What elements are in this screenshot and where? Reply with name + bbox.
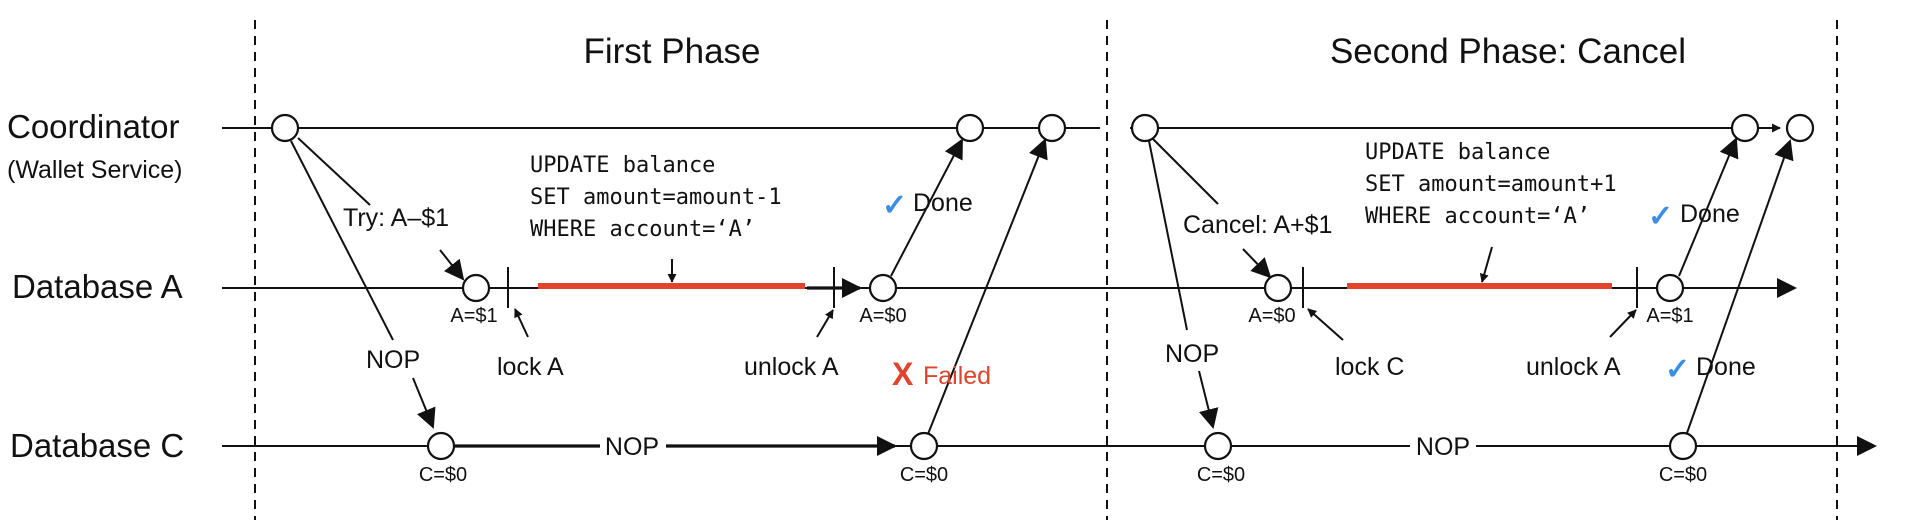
unlock-pointer-first: [816, 309, 834, 338]
try-arrow-head-line: [439, 249, 465, 281]
done-arrow-a-second: [1678, 137, 1739, 277]
database-c-done-node-second: [1668, 431, 1698, 461]
coordinator-failed-node: [1037, 113, 1067, 143]
database-a-label: Database A: [12, 268, 183, 305]
try-arrow-line: [297, 137, 371, 206]
database-c-nop-node-first: [426, 431, 456, 461]
coordinator-cancel-node: [1130, 113, 1160, 143]
database-a-cancel-node: [1263, 273, 1293, 303]
try-message: Try: A–$1: [343, 204, 449, 232]
coordinator-start-node: [270, 113, 300, 143]
nop-message-first: NOP: [366, 346, 420, 374]
cancel-arrow-line: [1152, 138, 1219, 205]
nop-arrow-line-lower-second: [1198, 370, 1219, 429]
lock-pointer-second: [1307, 308, 1344, 341]
failed-label: Failed: [923, 362, 991, 390]
check-icon-first: ✓: [882, 189, 907, 222]
database-c-failed-node: [909, 431, 939, 461]
sql-line-2-first: SET amount=amount-1: [530, 185, 782, 210]
c-state-2-second: C=$0: [1659, 464, 1707, 486]
c-state-1-second: C=$0: [1197, 464, 1245, 486]
nop-mid-second: NOP: [1416, 433, 1470, 461]
c-state-1-first: C=$0: [419, 464, 467, 486]
c-state-2-first: C=$0: [900, 464, 948, 486]
unlock-label-second: unlock A: [1526, 353, 1621, 381]
sql-pointer-second: [1479, 246, 1493, 283]
database-c-nop-node-second: [1203, 431, 1233, 461]
sql-line-3-second: WHERE account=‘A’: [1365, 204, 1590, 229]
database-a-done-node-first: [868, 273, 898, 303]
unlock-pointer-second: [1609, 309, 1637, 338]
done-label-a-second: Done: [1680, 200, 1740, 228]
coordinator-done-node-a-second: [1730, 113, 1760, 143]
a-state-1-first: A=$1: [450, 305, 497, 327]
done-arrow-c-second: [1686, 139, 1794, 434]
first-phase-title: First Phase: [584, 32, 761, 71]
database-a-done-node-second: [1655, 273, 1685, 303]
check-icon-c-second: ✓: [1665, 353, 1690, 386]
database-c-label: Database C: [10, 427, 184, 464]
second-phase-title: Second Phase: Cancel: [1330, 32, 1686, 71]
lock-pointer-first: [514, 308, 529, 338]
lock-label-second: lock C: [1335, 353, 1404, 381]
done-arrow-first: [890, 138, 963, 277]
done-label-first: Done: [913, 189, 973, 217]
nop-mid-first: NOP: [605, 433, 659, 461]
done-label-c-second: Done: [1696, 353, 1756, 381]
sql-line-1-second: UPDATE balance: [1365, 140, 1550, 165]
nop-arrow-line-upper-second: [1148, 140, 1188, 331]
nop-mid-bg-first: [600, 430, 666, 460]
sql-line-2-second: SET amount=amount+1: [1365, 172, 1617, 197]
cross-icon: X: [892, 356, 914, 392]
unlock-label-first: unlock A: [744, 353, 839, 381]
nop-message-second: NOP: [1165, 340, 1219, 368]
a-state-2-first: A=$0: [859, 305, 906, 327]
coordinator-done-node-first: [955, 113, 985, 143]
failed-arrow: [927, 138, 1048, 435]
a-state-2-second: A=$1: [1646, 305, 1693, 327]
nop-arrow-line-lower: [412, 377, 436, 429]
nop-mid-bg-second: [1410, 430, 1476, 460]
cancel-message: Cancel: A+$1: [1183, 211, 1332, 239]
coordinator-label: Coordinator: [7, 108, 179, 145]
coordinator-sublabel: (Wallet Service): [7, 156, 183, 184]
database-a-try-node: [461, 273, 491, 303]
a-state-1-second: A=$0: [1248, 305, 1295, 327]
cancel-arrow-head-line: [1242, 248, 1272, 279]
lock-label-first: lock A: [497, 353, 564, 381]
sql-line-3-first: WHERE account=‘A’: [530, 217, 755, 242]
coordinator-done-node-c-second: [1785, 113, 1815, 143]
check-icon-a-second: ✓: [1648, 200, 1673, 233]
sql-line-1-first: UPDATE balance: [530, 153, 715, 178]
nop-arrow-line-upper: [290, 140, 394, 341]
